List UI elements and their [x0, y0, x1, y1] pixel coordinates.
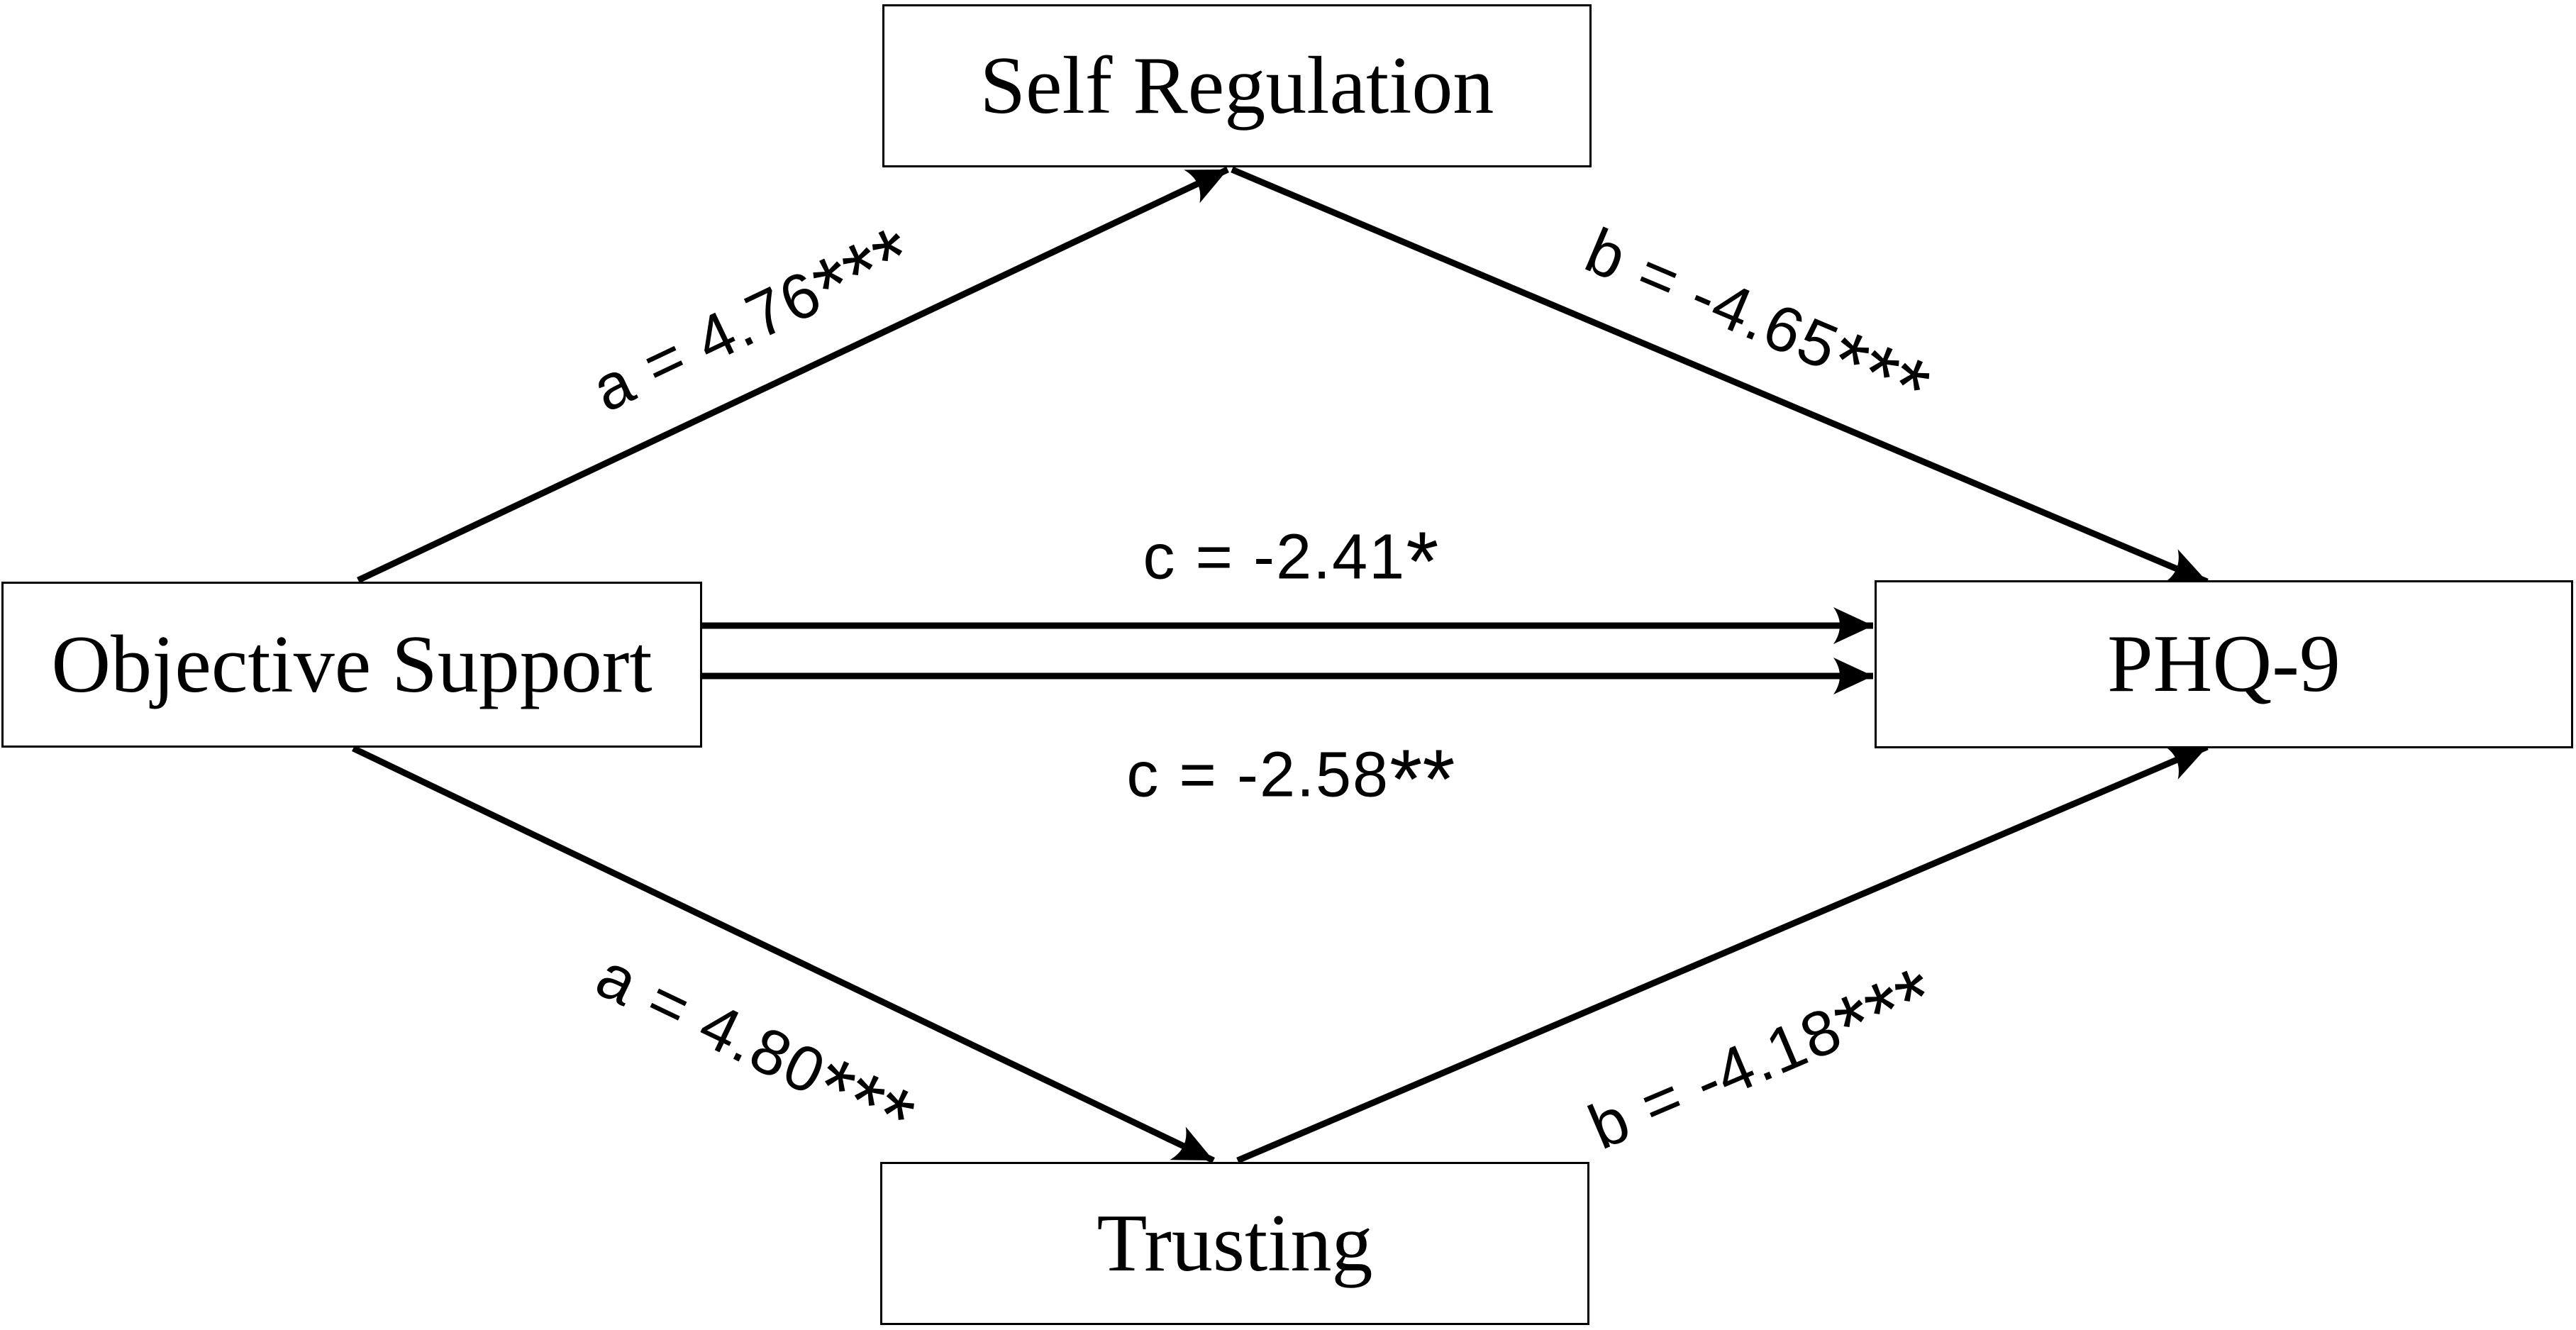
- edge-label-b-lower-sig: ***: [1821, 948, 1949, 1075]
- node-objective-support: Objective Support: [1, 582, 702, 748]
- node-phq9: PHQ-9: [1875, 580, 2573, 748]
- arrow-self-regulation-to-phq9: [1231, 166, 2209, 585]
- edge-label-c-lower-coef: c = -2.58: [1126, 739, 1390, 811]
- node-self-regulation-label: Self Regulation: [979, 40, 1494, 131]
- node-phq9-label: PHQ-9: [2107, 619, 2341, 709]
- node-objective-support-label: Objective Support: [51, 619, 653, 710]
- node-trusting: Trusting: [880, 1162, 1589, 1325]
- node-self-regulation: Self Regulation: [882, 4, 1592, 167]
- node-trusting-label: Trusting: [1097, 1197, 1373, 1289]
- edge-label-c-direct-lower: c = -2.58**: [1126, 732, 1455, 827]
- arrow-objective-support-to-trusting: [352, 745, 1215, 1164]
- edge-label-a-lower-sig: ***: [799, 1038, 928, 1167]
- edge-label-b-upper-sig: ***: [1815, 312, 1943, 438]
- edge-label-c-direct-upper: c = -2.41*: [1143, 514, 1439, 609]
- arrow-objective-support-to-self-regulation: [357, 166, 1229, 584]
- edge-label-c-upper-coef: c = -2.41: [1143, 521, 1406, 593]
- edge-label-a-upper-sig: ***: [799, 208, 928, 336]
- arrow-trusting-to-phq9: [1236, 743, 2209, 1164]
